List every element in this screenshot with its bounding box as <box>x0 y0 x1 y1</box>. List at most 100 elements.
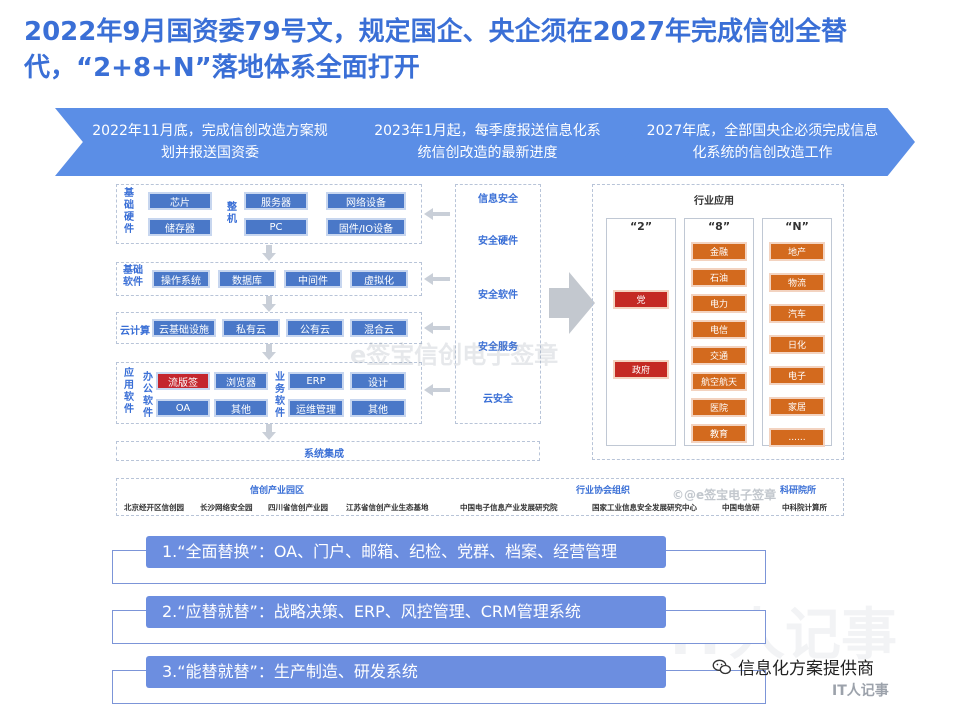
brand-footer: 信息化方案提供商 <box>712 654 874 679</box>
cloud-security: 云安全 <box>483 394 513 405</box>
basic-hardware-label: 基础硬件 <box>124 188 134 235</box>
down-arrow-icon <box>262 344 276 360</box>
machine-label: 整机 <box>227 202 237 225</box>
industry-item: 电信 <box>691 320 747 339</box>
industry-item: 日化 <box>769 335 825 354</box>
left-arrow-icon <box>424 208 450 220</box>
step-chevron-3: 2027年底，全部国央企必须完成信息化系统的信创改造工作 <box>610 108 915 176</box>
brand-sub: IT人记事 <box>832 683 889 699</box>
app-software-frame <box>116 362 422 424</box>
industry-item: 物流 <box>769 273 825 292</box>
right-arrow-icon <box>549 272 595 334</box>
virtualization-box: 虚拟化 <box>350 270 408 288</box>
business-software-label: 业务软件 <box>275 372 285 419</box>
park-head-1: 信创产业园区 <box>250 486 305 496</box>
industry-item: 地产 <box>769 242 825 261</box>
industry-item: 医院 <box>691 398 747 417</box>
industry-item: 金融 <box>691 242 747 261</box>
office-software-label: 办公软件 <box>143 372 153 419</box>
park-head-3: 科研院所 <box>780 486 817 496</box>
industry-item: ...... <box>769 428 825 447</box>
security-label: 信息安全 <box>478 194 518 205</box>
left-arrow-icon <box>424 384 450 396</box>
list-item: 1.“全面替换”：OA、门户、邮箱、纪检、党群、档案、经营管理 <box>146 536 666 568</box>
server-box: 服务器 <box>244 192 308 210</box>
firmware-io-box: 固件/IO设备 <box>326 218 406 236</box>
os-box: 操作系统 <box>152 270 210 288</box>
chip-box: 芯片 <box>148 192 212 210</box>
industry-label: 行业应用 <box>694 196 734 207</box>
business-other-box: 其他 <box>350 399 406 417</box>
cloud-frame <box>116 312 422 344</box>
cloud-label: 云计算 <box>120 326 150 337</box>
left-arrow-icon <box>424 273 450 285</box>
cloud-infra-box: 云基础设施 <box>152 319 216 337</box>
step-text: 2022年11月底，完成信创改造方案规划并报送国资委 <box>92 123 328 161</box>
app-software-label: 应用软件 <box>124 368 134 415</box>
security-service: 安全服务 <box>478 342 518 353</box>
stream-sign-box: 流版签 <box>156 372 210 390</box>
park-head-2: 行业协会组织 <box>576 486 631 496</box>
security-frame <box>455 184 541 424</box>
industry-item: 航空航天 <box>691 372 747 391</box>
list-item: 3.“能替就替”：生产制造、研发系统 <box>146 656 666 688</box>
hybrid-cloud-box: 混合云 <box>350 319 408 337</box>
industry-item: 电力 <box>691 294 747 313</box>
col-n-head: “N” <box>785 220 809 233</box>
industry-item: 党 <box>613 290 669 309</box>
industry-item: 石油 <box>691 268 747 287</box>
network-device-box: 网络设备 <box>326 192 406 210</box>
industry-item: 汽车 <box>769 304 825 323</box>
down-arrow-icon <box>262 245 276 261</box>
industry-item: 电子 <box>769 366 825 385</box>
industry-frame <box>592 184 844 460</box>
integration-label: 系统集成 <box>304 449 344 460</box>
industry-item: 教育 <box>691 424 747 443</box>
park-item: 北京经开区信创园 <box>124 503 184 512</box>
brand-name: 信息化方案提供商 <box>738 659 874 679</box>
industry-col-2 <box>606 218 676 446</box>
col-8-head: “8” <box>707 220 731 233</box>
pc-box: PC <box>244 218 308 236</box>
basic-hardware-frame <box>116 184 422 244</box>
col-2-head: “2” <box>629 220 653 233</box>
park-item: 中科院计算所 <box>782 503 827 512</box>
industry-item: 交通 <box>691 346 747 365</box>
down-arrow-icon <box>262 424 276 440</box>
industry-item: 家居 <box>769 397 825 416</box>
erp-box: ERP <box>288 372 344 390</box>
step-chevron-1: 2022年11月底，完成信创改造方案规划并报送国资委 <box>55 108 365 176</box>
page-title: 2022年9月国资委79号文，规定国企、央企须在2027年完成信创全替代，“2+… <box>24 17 847 83</box>
basic-software-label: 基础软件 <box>123 265 143 288</box>
step-text: 2023年1月起，每季度报送信息化系统信创改造的最新进度 <box>374 123 601 161</box>
database-box: 数据库 <box>218 270 276 288</box>
ops-management-box: 运维管理 <box>288 399 344 417</box>
park-item: 四川省信创产业园 <box>268 503 328 512</box>
park-item: 中国电子信息产业发展研究院 <box>460 503 558 512</box>
list-item: 2.“应替就替”：战略决策、ERP、风控管理、CRM管理系统 <box>146 596 666 628</box>
wechat-icon <box>712 659 731 674</box>
private-cloud-box: 私有云 <box>222 319 280 337</box>
park-item: 中国电信研 <box>722 503 760 512</box>
down-arrow-icon <box>262 296 276 312</box>
industry-col-8 <box>684 218 754 446</box>
left-arrow-icon <box>424 322 450 334</box>
ecosystem-frame <box>116 478 844 516</box>
park-item: 国家工业信息安全发展研究中心 <box>592 503 697 512</box>
public-cloud-box: 公有云 <box>286 319 344 337</box>
office-other-box: 其他 <box>214 399 268 417</box>
basic-software-frame <box>116 262 422 296</box>
step-text: 2027年底，全部国央企必须完成信息化系统的信创改造工作 <box>646 123 879 161</box>
park-item: 江苏省信创产业生态基地 <box>346 503 429 512</box>
design-box: 设计 <box>350 372 406 390</box>
industry-item: 政府 <box>613 360 669 379</box>
storage-box: 储存器 <box>148 218 212 236</box>
browser-box: 浏览器 <box>214 372 268 390</box>
security-hardware: 安全硬件 <box>478 236 518 247</box>
security-software: 安全软件 <box>478 290 518 301</box>
step-chevron-2: 2023年1月起，每季度报送信息化系统信创改造的最新进度 <box>335 108 640 176</box>
park-item: 长沙网络安全园 <box>200 503 253 512</box>
integration-frame <box>116 441 540 461</box>
oa-box: OA <box>156 399 210 417</box>
middleware-box: 中间件 <box>284 270 342 288</box>
